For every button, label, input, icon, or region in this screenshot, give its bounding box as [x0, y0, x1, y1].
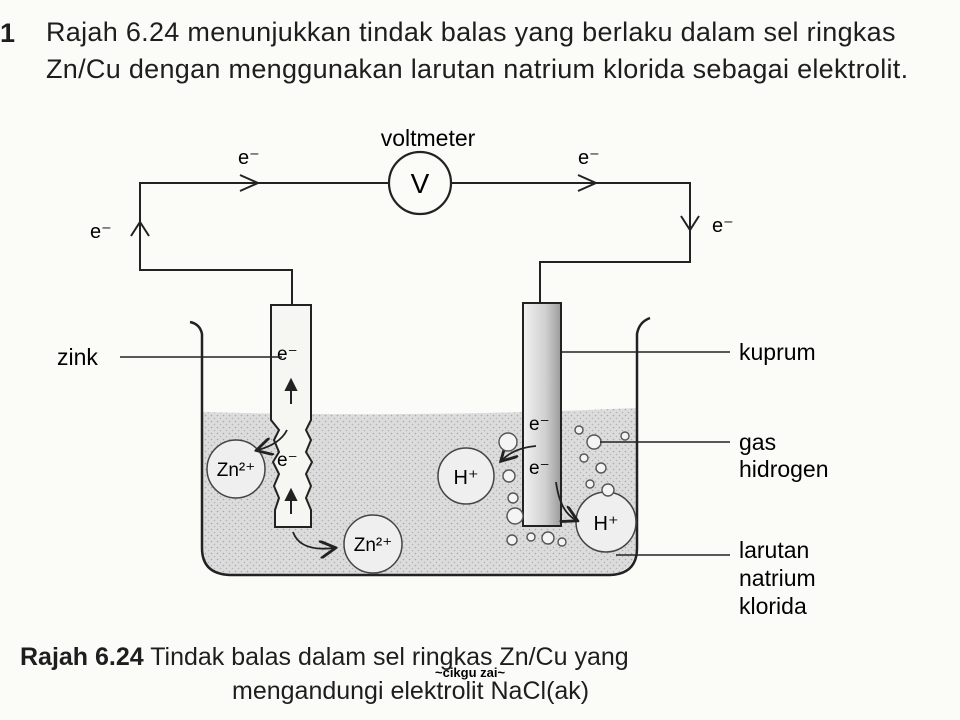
- beaker: [189, 316, 651, 577]
- zinc-label: zink: [57, 344, 98, 370]
- electron-label-zinc-top: e⁻: [277, 344, 298, 365]
- hydrogen-gas-bubbles: [498, 425, 630, 547]
- voltmeter: V: [387, 150, 453, 216]
- caption-line1: Tindak balas dalam sel ringkas Zn/Cu yan…: [150, 643, 629, 671]
- hydrogen-ion-right-label: H⁺: [594, 513, 619, 535]
- electron-label-wire-4: e⁻: [712, 215, 734, 237]
- zinc-electrode: [270, 304, 314, 528]
- gas-label-line1: gas: [739, 429, 776, 455]
- question-text: Rajah 6.24 menunjukkan tindak balas yang…: [46, 17, 909, 84]
- electrolyte-solution: [202, 408, 636, 574]
- zinc-ion-bottom-label: Zn²⁺: [354, 535, 393, 556]
- figure-caption: Rajah 6.24 Tindak balas dalam sel ringka…: [0, 640, 960, 708]
- electron-label-wire-3: e⁻: [90, 221, 112, 243]
- figure-id: Rajah 6.24: [20, 643, 144, 671]
- zinc-ion-left-label: Zn²⁺: [217, 460, 256, 481]
- question-number: 1: [0, 18, 16, 48]
- solution-label-line3: klorida: [739, 593, 807, 619]
- electron-upward-arrows: [284, 377, 298, 514]
- simple-cell-diagram: V voltmeter e⁻ e⁻ e⁻ e⁻ e⁻ e⁻ e⁻ e⁻ Zn²⁺…: [57, 125, 829, 619]
- zinc-ion-left: Zn²⁺: [206, 439, 266, 499]
- hydrogen-ion-left: H⁺: [437, 447, 495, 505]
- copper-label: kuprum: [739, 339, 816, 365]
- voltmeter-symbol: V: [411, 168, 430, 199]
- caption-line2: mengandungi elektrolit NaCl(ak): [232, 677, 590, 705]
- label-leader-lines: [120, 351, 730, 556]
- voltmeter-label: voltmeter: [381, 125, 476, 151]
- electron-label-wire-2: e⁻: [578, 147, 600, 169]
- copper-electrode: [522, 302, 562, 527]
- electron-flow-arrows: [130, 174, 700, 237]
- solution-label-line2: natrium: [739, 565, 816, 591]
- external-circuit-wire: [139, 182, 691, 305]
- electron-label-wire-1: e⁻: [238, 147, 260, 169]
- watermark: ~cikgu zai~: [435, 665, 506, 680]
- zinc-ion-bottom: Zn²⁺: [343, 514, 403, 574]
- hydrogen-ion-right: H⁺: [575, 491, 637, 553]
- solution-label-line1: larutan: [739, 537, 809, 563]
- electron-label-copper-bottom: e⁻: [529, 458, 550, 479]
- electron-label-zinc-bottom: e⁻: [277, 450, 298, 471]
- electron-label-copper-top: e⁻: [529, 414, 550, 435]
- gas-label-line2: hidrogen: [739, 456, 829, 482]
- hydrogen-ion-left-label: H⁺: [454, 467, 479, 489]
